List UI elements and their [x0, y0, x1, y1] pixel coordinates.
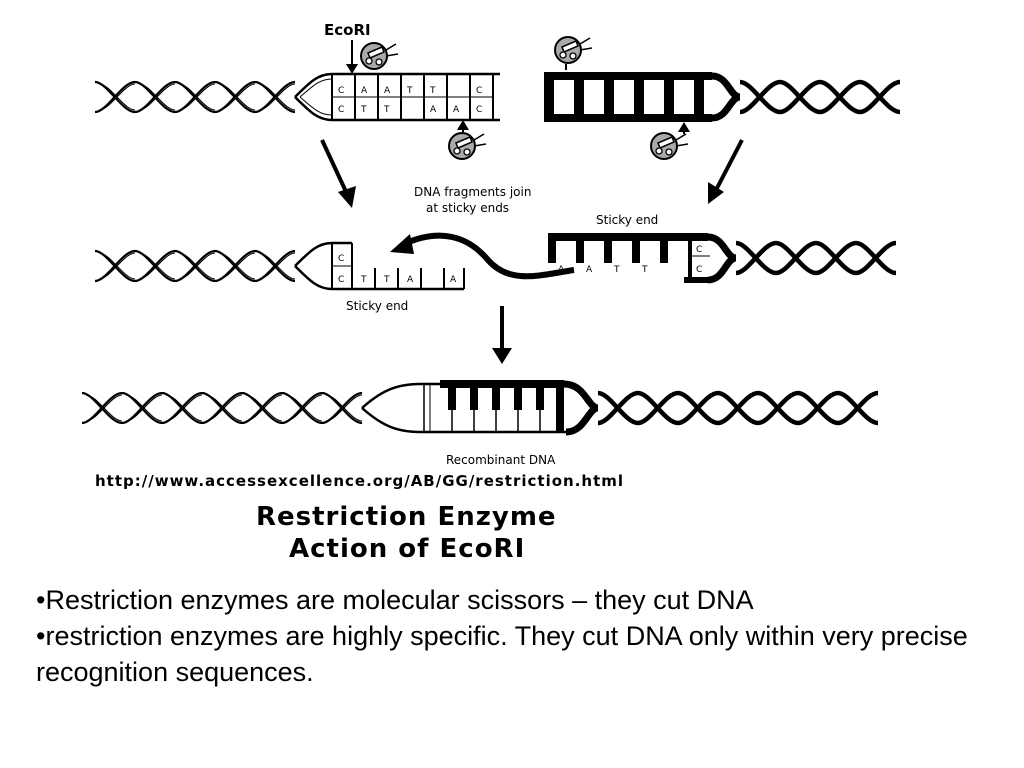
base: C [696, 265, 702, 275]
base: C [476, 86, 482, 96]
join-arrow [390, 232, 575, 280]
diagram-title-line1: Restriction Enzyme [256, 502, 557, 532]
base: T [383, 275, 390, 285]
base: A [558, 265, 565, 275]
top-left-dna-strand [93, 72, 500, 122]
restriction-enzyme-diagram: C A A T T C C T T A A C EcoRI [80, 21, 1024, 564]
base: T [429, 86, 436, 96]
ecori-enzyme-icon [360, 42, 399, 70]
bullet-list: •Restriction enzymes are molecular sciss… [36, 582, 996, 690]
base: T [406, 86, 413, 96]
base: A [384, 86, 391, 96]
down-arrow [492, 306, 512, 364]
mid-left-bases: C C T T A A [338, 254, 457, 285]
ecori-enzyme-icon [448, 132, 487, 160]
base: T [360, 275, 367, 285]
mid-left-dna-strand [93, 241, 465, 291]
join-label: DNA fragments join [414, 185, 531, 199]
base: A [453, 105, 460, 115]
base: C [338, 105, 344, 115]
recombinant-dna-strand [80, 380, 878, 436]
base: C [696, 245, 702, 255]
base: C [338, 254, 344, 264]
join-label: at sticky ends [426, 201, 509, 215]
bullet-item: •Restriction enzymes are molecular sciss… [36, 585, 754, 615]
base: A [450, 275, 457, 285]
base: A [407, 275, 414, 285]
diagram-title-line2: Action of EcoRI [289, 534, 525, 564]
sticky-end-label-left: Sticky end [346, 299, 408, 313]
ecori-enzyme-icon [554, 36, 593, 64]
base: T [613, 265, 620, 275]
base: C [338, 275, 344, 285]
top-right-dna-strand [544, 72, 900, 122]
top-left-bases: C A A T T C C T T A A C [338, 86, 482, 115]
mid-right-dna-strand [548, 233, 896, 284]
ecori-enzyme-icon [650, 132, 689, 160]
base: A [361, 86, 368, 96]
base: C [476, 105, 482, 115]
bullet-item: •restriction enzymes are highly specific… [36, 621, 968, 687]
base: C [338, 86, 344, 96]
recombinant-dna-label: Recombinant DNA [446, 453, 556, 467]
cut-arrows [320, 139, 744, 208]
source-url: http://www.accessexcellence.org/AB/GG/re… [95, 472, 624, 490]
base: T [383, 105, 390, 115]
base: T [360, 105, 367, 115]
mid-right-bases: A A T T C C [558, 245, 702, 275]
base: T [641, 265, 648, 275]
base: A [586, 265, 593, 275]
ecori-label: EcoRI [324, 21, 371, 39]
base: A [430, 105, 437, 115]
sticky-end-label-right: Sticky end [596, 213, 658, 227]
